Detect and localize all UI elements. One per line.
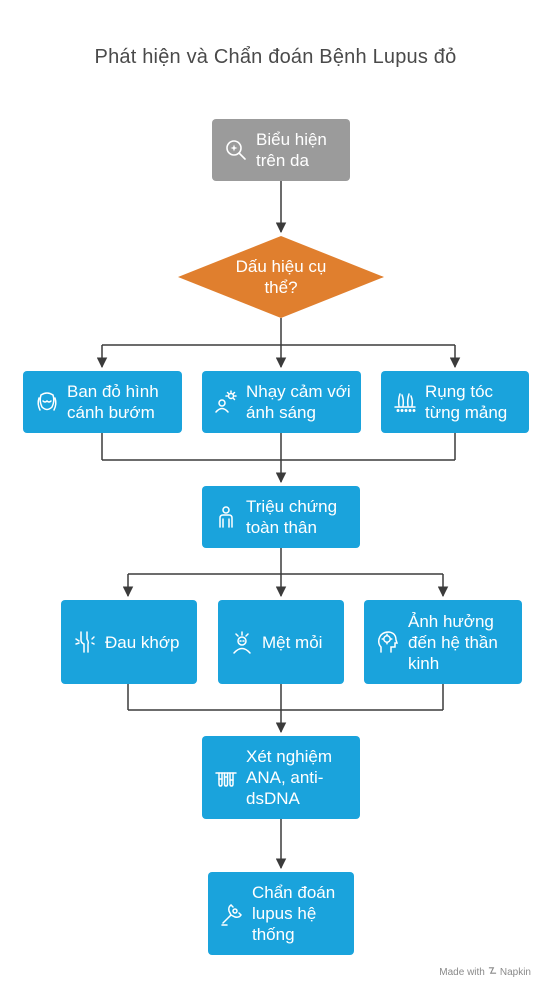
node-diagnosis: Chẩn đoán lupus hệ thống: [208, 872, 354, 955]
node-label: Rụng tóc từng mảng: [425, 382, 508, 422]
brand-text: Napkin: [499, 966, 531, 978]
node-systemic-symptoms: Triệu chứng toàn thân: [202, 486, 360, 548]
node-hair-loss: Rụng tóc từng mảng: [381, 371, 529, 433]
node-label: Biểu hiện trên da: [256, 130, 327, 170]
node-photosensitivity: Nhạy cảm với ánh sáng: [202, 371, 361, 433]
test-tubes-icon: [214, 766, 238, 790]
node-label: Ảnh hưởng đến hệ thần kinh: [408, 611, 498, 673]
tired-person-icon: [230, 630, 254, 654]
decision-diamond: [178, 236, 384, 318]
node-label: Ban đỏ hình cánh bướm: [67, 382, 159, 422]
stethoscope-icon: [220, 902, 244, 926]
node-label: Xét nghiệm ANA, anti-dsDNA: [246, 747, 332, 808]
face-rash-icon: [35, 390, 59, 414]
node-label: Mệt mỏi: [262, 632, 323, 652]
napkin-logo-icon: [488, 966, 497, 978]
joint-pain-icon: [73, 630, 97, 654]
person-sun-icon: [214, 390, 238, 414]
decision-label: Dấu hiệu cụ thể?: [235, 257, 327, 297]
node-lab-test: Xét nghiệm ANA, anti-dsDNA: [202, 736, 360, 819]
node-joint-pain: Đau khớp: [61, 600, 197, 684]
node-label: Nhạy cảm với ánh sáng: [246, 382, 351, 422]
decision-label-wrap: Dấu hiệu cụ thể?: [178, 236, 384, 318]
hair-loss-icon: [393, 390, 417, 414]
footer-credit: Made with Napkin: [439, 966, 531, 978]
brain-head-icon: [376, 630, 400, 654]
made-with-text: Made with: [439, 966, 485, 978]
person-body-icon: [214, 505, 238, 529]
node-label: Chẩn đoán lupus hệ thống: [252, 883, 336, 944]
node-fatigue: Mệt mỏi: [218, 600, 344, 684]
node-label: Đau khớp: [105, 632, 180, 652]
diagram-title: Phát hiện và Chẩn đoán Bệnh Lupus đỏ: [94, 46, 457, 68]
node-label: Triệu chứng toàn thân: [246, 497, 338, 537]
search-sparkle-icon: [224, 138, 248, 162]
node-skin-manifestation: Biểu hiện trên da: [212, 119, 350, 181]
node-butterfly-rash: Ban đỏ hình cánh bướm: [23, 371, 182, 433]
node-nervous-system: Ảnh hưởng đến hệ thần kinh: [364, 600, 522, 684]
